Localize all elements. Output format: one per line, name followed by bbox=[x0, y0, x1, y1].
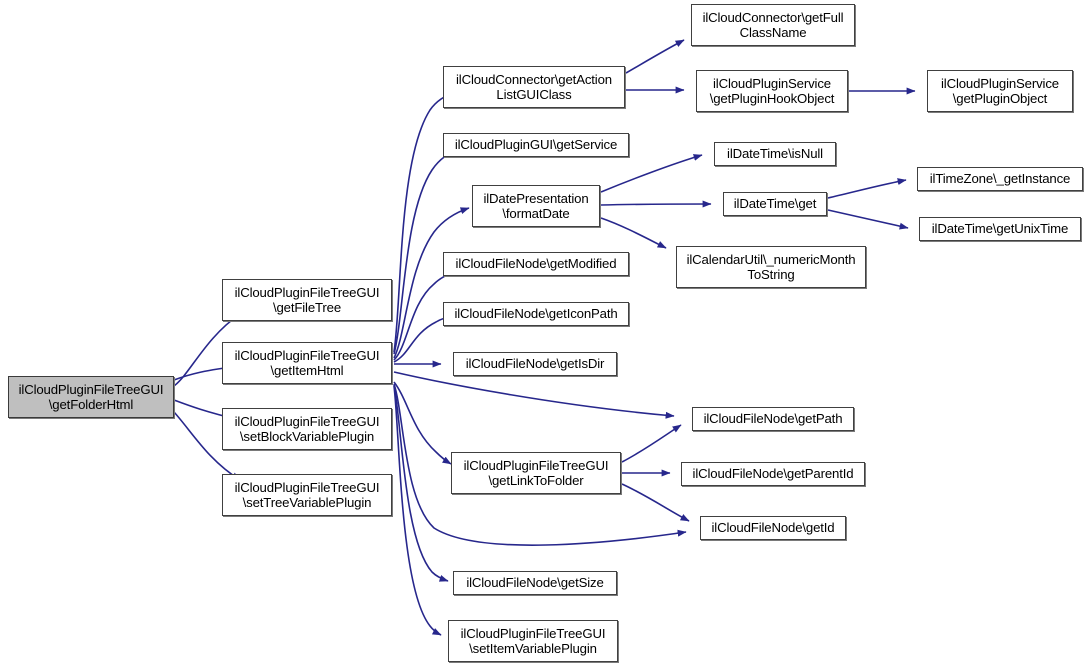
graph-edge-get-to-getInstance bbox=[827, 178, 907, 199]
graph-node-label: ilCloudPluginFileTreeGUI \setItemVariabl… bbox=[460, 625, 606, 656]
graph-node-formatDate[interactable]: ilDatePresentation \formatDate bbox=[472, 185, 600, 227]
graph-node-label: ilCloudFileNode\getId bbox=[711, 520, 835, 536]
graph-node-label: ilCloudFileNode\getIconPath bbox=[454, 306, 618, 322]
graph-edge-getItemHtml-to-getSize bbox=[393, 384, 449, 582]
graph-edge-getItemHtml-to-getActionListGUIClass bbox=[393, 91, 457, 353]
graph-node-label: ilCloudPluginFileTreeGUI \setTreeVariabl… bbox=[234, 479, 380, 510]
graph-node-getIsDir[interactable]: ilCloudFileNode\getIsDir bbox=[453, 352, 617, 376]
graph-edge-getFolderHtml-to-setTreeVariablePlugin bbox=[173, 411, 241, 481]
graph-node-label: ilCloudPluginFileTreeGUI \getItemHtml bbox=[234, 347, 380, 378]
graph-edge-getItemHtml-to-getId bbox=[393, 383, 687, 546]
graph-edge-getFolderHtml-to-getFileTree bbox=[173, 313, 241, 387]
graph-node-label: ilCloudFileNode\getModified bbox=[455, 256, 617, 272]
graph-node-label: ilDateTime\getUnixTime bbox=[931, 221, 1069, 237]
graph-node-label: ilCloudPluginService \getPluginObject bbox=[941, 75, 1059, 106]
graph-edge-getActionListGUIClass-to-getFullClassName bbox=[625, 39, 685, 74]
graph-node-getPluginHookObject[interactable]: ilCloudPluginService \getPluginHookObjec… bbox=[696, 70, 848, 112]
graph-node-label: ilDatePresentation \formatDate bbox=[483, 190, 589, 221]
graph-edge-getItemHtml-to-getPath bbox=[393, 371, 675, 419]
graph-node-getParentId[interactable]: ilCloudFileNode\getParentId bbox=[681, 462, 865, 486]
graph-edge-getItemHtml-to-formatDate bbox=[393, 207, 470, 359]
graph-node-getItemHtml[interactable]: ilCloudPluginFileTreeGUI \getItemHtml bbox=[222, 342, 392, 384]
graph-node-numericMonthToString[interactable]: ilCalendarUtil\_numericMonth ToString bbox=[676, 246, 866, 288]
graph-node-label: ilCloudPluginGUI\getService bbox=[454, 137, 618, 153]
graph-node-getUnixTime[interactable]: ilDateTime\getUnixTime bbox=[919, 217, 1081, 241]
graph-node-getService[interactable]: ilCloudPluginGUI\getService bbox=[443, 133, 629, 157]
graph-node-label: ilCloudConnector\getFull ClassName bbox=[702, 9, 844, 40]
graph-node-label: ilCloudFileNode\getSize bbox=[466, 575, 604, 591]
graph-node-label: ilTimeZone\_getInstance bbox=[929, 171, 1071, 187]
graph-node-getIconPath[interactable]: ilCloudFileNode\getIconPath bbox=[443, 302, 629, 326]
graph-node-getInstance[interactable]: ilTimeZone\_getInstance bbox=[917, 167, 1083, 191]
graph-node-getPath[interactable]: ilCloudFileNode\getPath bbox=[692, 407, 854, 431]
graph-node-getFullClassName[interactable]: ilCloudConnector\getFull ClassName bbox=[691, 4, 855, 46]
graph-node-getLinkToFolder[interactable]: ilCloudPluginFileTreeGUI \getLinkToFolde… bbox=[451, 452, 621, 494]
graph-node-label: ilDateTime\isNull bbox=[727, 146, 823, 162]
graph-node-getFolderHtml[interactable]: ilCloudPluginFileTreeGUI \getFolderHtml bbox=[8, 376, 174, 418]
graph-edge-getLinkToFolder-to-getPath bbox=[621, 424, 682, 463]
graph-node-getFileTree[interactable]: ilCloudPluginFileTreeGUI \getFileTree bbox=[222, 279, 392, 321]
graph-node-label: ilCloudFileNode\getPath bbox=[703, 411, 843, 427]
graph-node-setTreeVariablePlugin[interactable]: ilCloudPluginFileTreeGUI \setTreeVariabl… bbox=[222, 474, 392, 516]
graph-node-label: ilCloudFileNode\getParentId bbox=[692, 466, 854, 482]
graph-node-label: ilDateTime\get bbox=[733, 196, 817, 212]
graph-node-label: ilCloudPluginFileTreeGUI \getFileTree bbox=[234, 284, 380, 315]
graph-node-setItemVariablePlugin[interactable]: ilCloudPluginFileTreeGUI \setItemVariabl… bbox=[448, 620, 618, 662]
graph-node-label: ilCloudPluginService \getPluginHookObjec… bbox=[709, 75, 835, 106]
graph-edge-getItemHtml-to-setItemVariablePlugin bbox=[393, 385, 442, 636]
graph-edge-getLinkToFolder-to-getId bbox=[621, 483, 690, 522]
graph-node-label: ilCloudPluginFileTreeGUI \setBlockVariab… bbox=[234, 413, 380, 444]
graph-node-getPluginObject[interactable]: ilCloudPluginService \getPluginObject bbox=[927, 70, 1073, 112]
graph-edge-getItemHtml-to-getLinkToFolder bbox=[393, 381, 452, 465]
graph-node-label: ilCloudFileNode\getIsDir bbox=[465, 356, 605, 372]
graph-node-label: ilCloudPluginFileTreeGUI \getFolderHtml bbox=[18, 381, 164, 412]
graph-node-getSize[interactable]: ilCloudFileNode\getSize bbox=[453, 571, 617, 595]
graph-node-label: ilCloudPluginFileTreeGUI \getLinkToFolde… bbox=[463, 457, 609, 488]
graph-edge-get-to-getUnixTime bbox=[827, 209, 909, 230]
graph-node-getModified[interactable]: ilCloudFileNode\getModified bbox=[443, 252, 629, 276]
graph-node-label: ilCloudConnector\getAction ListGUIClass bbox=[456, 71, 612, 102]
graph-edge-formatDate-to-isNull bbox=[600, 154, 703, 193]
graph-node-label: ilCalendarUtil\_numericMonth ToString bbox=[686, 251, 856, 282]
graph-edge-formatDate-to-get bbox=[600, 200, 712, 208]
graph-edge-formatDate-to-numericMonthToString bbox=[600, 217, 667, 249]
graph-node-setBlockVariablePlugin[interactable]: ilCloudPluginFileTreeGUI \setBlockVariab… bbox=[222, 408, 392, 450]
graph-node-getActionListGUIClass[interactable]: ilCloudConnector\getAction ListGUIClass bbox=[443, 66, 625, 108]
graph-node-isNull[interactable]: ilDateTime\isNull bbox=[714, 142, 836, 166]
graph-node-get[interactable]: ilDateTime\get bbox=[723, 192, 827, 216]
graph-node-getId[interactable]: ilCloudFileNode\getId bbox=[700, 516, 846, 540]
